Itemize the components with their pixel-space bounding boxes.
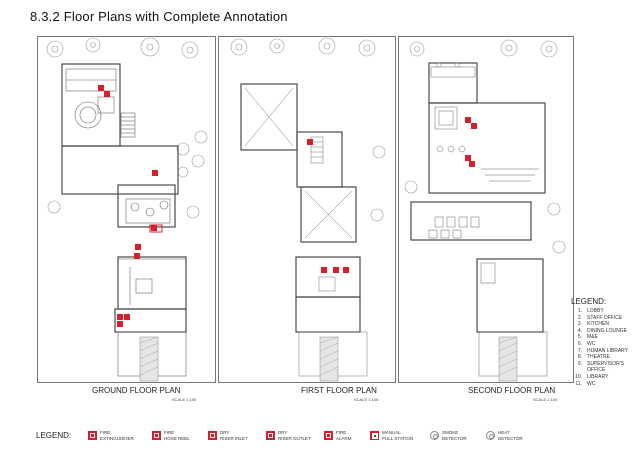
site-trees: [404, 39, 566, 254]
fire-alarm-icon: [324, 431, 333, 440]
room-legend-item: 2.STAFF OFFICE: [577, 314, 623, 321]
manual-pull-station-icon: [370, 431, 379, 440]
first-floor-plan-sheet: [218, 36, 396, 383]
page-title: 8.3.2 Floor Plans with Complete Annotati…: [30, 9, 288, 24]
second-floor-plan-scale: SCALE 1:100: [533, 397, 558, 402]
room-legend-item: 7.HUMAN LIBRARY: [577, 347, 629, 354]
first-floor-plan-scale: SCALE 1:100: [354, 397, 379, 402]
room-legend: LEGEND: 1.LOBBY 2.STAFF OFFICE 3.KITCHEN…: [571, 297, 633, 387]
second-floor-plan-caption: SECOND FLOOR PLAN: [468, 386, 556, 395]
stair-hatch: [139, 336, 159, 382]
site-trees: [230, 37, 386, 222]
smoke-detector-icon: [430, 431, 439, 440]
ground-floor-plan-scale: SCALE 1:100: [172, 397, 197, 402]
stair-hatch: [498, 336, 518, 382]
dry-riser-outlet-icon: [266, 431, 275, 440]
fire-hose-reel-icon: [152, 431, 161, 440]
room-legend-item: 8.THEATRE: [577, 354, 610, 361]
room-legend-list: 1.LOBBY 2.STAFF OFFICE 3.KITCHEN 4.DININ…: [571, 308, 633, 387]
fire-equipment-symbols: [307, 139, 349, 273]
heat-detector-icon: [486, 431, 495, 440]
symbol-legend-title: LEGEND:: [36, 431, 72, 440]
first-floor-plan-drawing: [230, 37, 386, 382]
room-legend-item: 6.WC: [577, 340, 596, 347]
room-legend-item: 4.DINING LOUNGE: [577, 327, 628, 334]
building-walls: [240, 83, 361, 333]
ground-floor-plan-sheet: [37, 36, 216, 383]
fire-equipment-symbols: [436, 62, 477, 167]
building-walls: [410, 62, 546, 333]
building-walls: [61, 63, 187, 333]
interior-details: [428, 66, 548, 377]
fire-extinguisher-icon: [88, 431, 97, 440]
dry-riser-inlet-icon: [208, 431, 217, 440]
fire-equipment-symbols: [98, 85, 163, 327]
room-legend-item: 10.LIBRARY: [575, 373, 609, 380]
site-trees: [46, 37, 208, 219]
ground-floor-plan-caption: GROUND FLOOR PLAN: [92, 386, 181, 395]
second-floor-plan-sheet: [398, 36, 574, 383]
room-legend-title: LEGEND:: [571, 297, 607, 306]
second-floor-plan-drawing: [404, 39, 566, 382]
room-legend-item: 9.SUPERVISOR'S OFFICE: [577, 360, 624, 374]
ground-floor-plan-drawing: [46, 37, 208, 382]
room-legend-item: 3.KITCHEN: [577, 321, 609, 328]
interior-details: [65, 68, 187, 377]
room-legend-item: 11.WC: [575, 380, 596, 387]
first-floor-plan-caption: FIRST FLOOR PLAN: [301, 386, 377, 395]
room-legend-item: 5.M&E: [577, 334, 598, 341]
room-legend-item: 1.LOBBY: [577, 308, 604, 314]
void-markings: [244, 87, 368, 377]
stair-hatch: [319, 336, 339, 382]
